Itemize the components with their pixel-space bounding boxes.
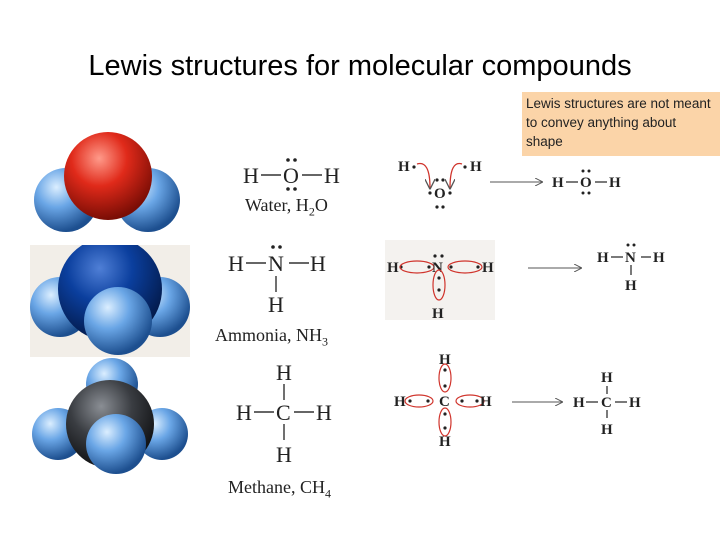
atom-label: H — [601, 370, 613, 386]
methane-space-filling-model — [32, 358, 188, 474]
water-space-filling-model — [34, 132, 180, 232]
atom-label: O — [283, 163, 299, 188]
ammonia-electron-dot-formation: H N H H H N H H — [385, 240, 665, 322]
oxygen-sphere — [64, 132, 152, 220]
hydrogen-sphere — [84, 287, 152, 355]
atom-label: O — [580, 175, 592, 191]
methane-structural-formula: H H C H H — [236, 360, 332, 467]
atom-label: H — [394, 394, 406, 410]
water-electron-dot-formation: H H O H O H — [398, 159, 621, 209]
atom-label: H — [439, 352, 451, 368]
slide-title: Lewis structures for molecular compounds — [88, 50, 632, 82]
ammonia-space-filling-model — [30, 245, 190, 357]
atom-label: O — [434, 186, 446, 202]
atom-label: H — [601, 422, 613, 438]
atom-label: H — [324, 163, 340, 188]
atom-label: C — [276, 400, 291, 425]
atom-label: H — [268, 292, 284, 317]
atom-label: H — [387, 260, 399, 276]
ammonia-structural-formula: H N H H — [228, 245, 326, 317]
hydrogen-sphere — [86, 414, 146, 474]
atom-label: H — [236, 400, 252, 425]
atom-label: H — [310, 251, 326, 276]
ammonia-caption: Ammonia, NH3 — [215, 325, 328, 349]
atom-label: N — [625, 250, 636, 266]
atom-label: H — [398, 159, 410, 175]
water-caption: Water, H2O — [245, 195, 328, 219]
atom-label: H — [276, 360, 292, 385]
atom-label: H — [276, 442, 292, 467]
shape-note-box: Lewis structures are not meant to convey… — [522, 92, 720, 156]
atom-label: C — [601, 395, 612, 411]
atom-label: H — [316, 400, 332, 425]
atom-label: H — [629, 395, 641, 411]
atom-label: H — [653, 250, 665, 266]
water-structural-formula: H O H — [243, 158, 340, 191]
methane-electron-dot-formation: H H C H H H H C H H — [394, 352, 641, 448]
atom-label: H — [243, 163, 259, 188]
atom-label: H — [480, 394, 492, 410]
atom-label: N — [432, 260, 443, 276]
atom-label: C — [439, 394, 450, 410]
methane-caption: Methane, CH4 — [228, 477, 331, 501]
atom-label: H — [597, 250, 609, 266]
atom-label: H — [609, 175, 621, 191]
atom-label: H — [573, 395, 585, 411]
atom-label: H — [552, 175, 564, 191]
atom-label: H — [482, 260, 494, 276]
atom-label: H — [228, 251, 244, 276]
atom-label: H — [625, 278, 637, 294]
atom-label: H — [470, 159, 482, 175]
atom-label: H — [439, 434, 451, 448]
atom-label: N — [268, 251, 284, 276]
atom-label: H — [432, 306, 444, 322]
